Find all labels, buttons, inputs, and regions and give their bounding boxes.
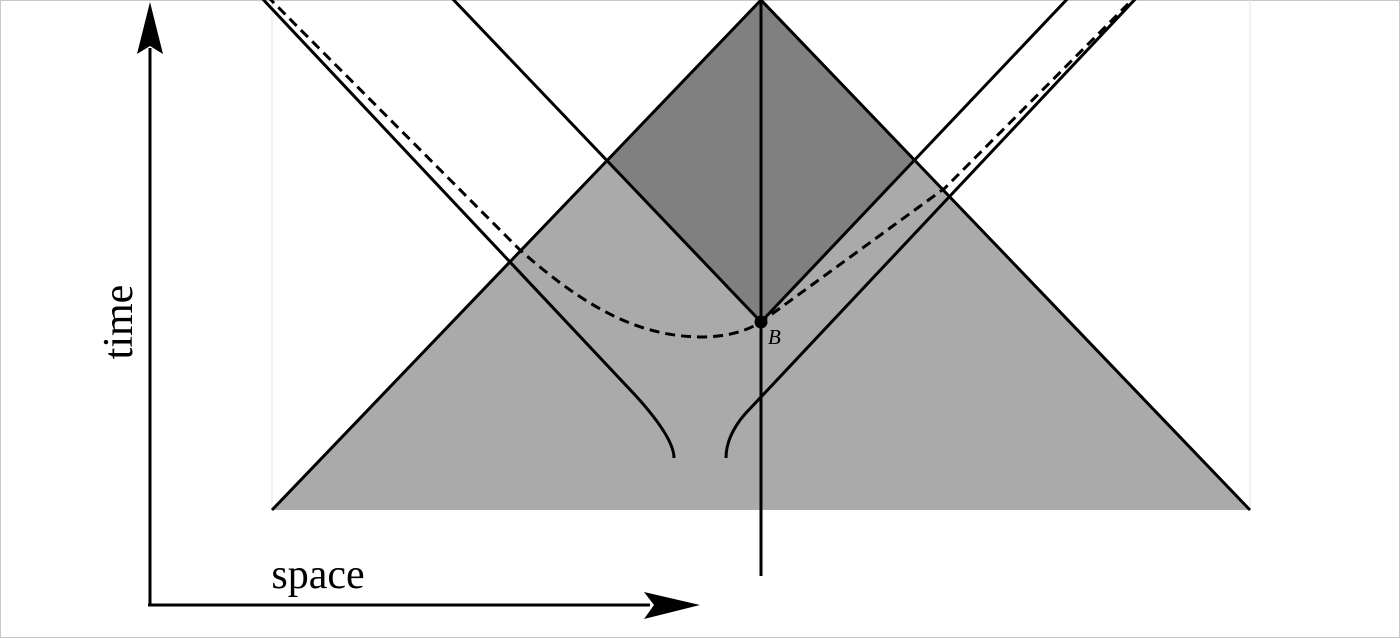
light-ray-right xyxy=(759,0,1069,324)
time-axis-label: time xyxy=(96,285,142,360)
time-axis-arrowhead xyxy=(137,2,163,54)
triangle-left-edge xyxy=(270,0,763,512)
event-label: B xyxy=(768,325,781,349)
right-trajectory xyxy=(724,0,1137,459)
event-point xyxy=(754,315,768,329)
triangle-right-edge xyxy=(759,0,1252,512)
left-trajectory xyxy=(261,0,676,459)
dashed-hyperbola xyxy=(268,0,1135,339)
space-axis-arrowhead xyxy=(644,592,700,619)
space-axis-label: space xyxy=(271,552,364,598)
light-ray-left xyxy=(451,0,763,324)
